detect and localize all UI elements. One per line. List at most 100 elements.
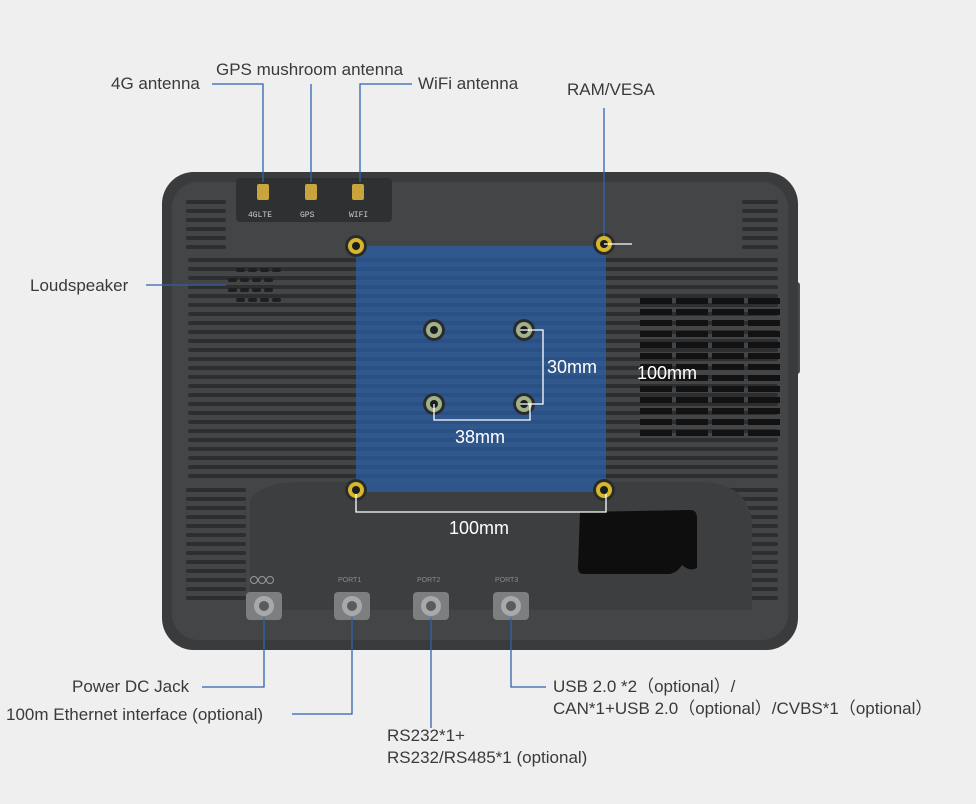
vent-slot bbox=[748, 397, 780, 403]
right-vents bbox=[640, 298, 780, 436]
connector-4g bbox=[257, 184, 269, 200]
screw-hole bbox=[600, 486, 608, 494]
dim-100mm-w-line bbox=[355, 494, 607, 513]
speaker-hole bbox=[236, 268, 245, 272]
fin bbox=[186, 245, 226, 249]
vent-slot bbox=[748, 386, 780, 392]
vent-slot bbox=[712, 298, 744, 304]
fin bbox=[186, 506, 246, 510]
label-rs232-line2: RS232/RS485*1 (optional) bbox=[387, 748, 588, 767]
fin bbox=[742, 236, 778, 240]
speaker-hole bbox=[240, 288, 249, 292]
vent-slot bbox=[712, 397, 744, 403]
vent-slot bbox=[640, 364, 672, 370]
vent-slot bbox=[676, 375, 708, 381]
fin bbox=[186, 578, 246, 582]
dim-38mm-line bbox=[433, 404, 531, 421]
speaker-hole bbox=[252, 288, 261, 292]
port1-tag: PORT1 bbox=[338, 577, 361, 584]
speaker-hole bbox=[228, 278, 237, 282]
fin bbox=[742, 218, 778, 222]
port2-tag: PORT2 bbox=[417, 577, 440, 584]
vent-slot bbox=[676, 419, 708, 425]
label-ethernet: 100m Ethernet interface (optional) bbox=[6, 705, 264, 724]
speaker-hole bbox=[272, 298, 281, 302]
dim-30mm-line bbox=[520, 329, 544, 405]
port3-connector-core bbox=[506, 601, 516, 611]
fin bbox=[186, 200, 226, 204]
connector-wifi bbox=[352, 184, 364, 200]
speaker-hole bbox=[260, 268, 269, 272]
fin bbox=[186, 542, 246, 546]
vent-slot bbox=[748, 342, 780, 348]
vent-slot bbox=[748, 364, 780, 370]
dimension-lines bbox=[355, 243, 632, 513]
vent-slot bbox=[748, 320, 780, 326]
leader-usb bbox=[510, 618, 546, 688]
vent-slot bbox=[676, 342, 708, 348]
port1-connector-core bbox=[347, 601, 357, 611]
connector-gps bbox=[305, 184, 317, 200]
fin bbox=[186, 497, 246, 501]
tag-4glte: 4GLTE bbox=[248, 211, 272, 220]
vent-slot bbox=[676, 331, 708, 337]
mount-screws bbox=[345, 233, 615, 501]
dc-jack-symbol-icon bbox=[250, 576, 274, 584]
label-window bbox=[578, 510, 697, 574]
vent-slot bbox=[640, 342, 672, 348]
vent-slot bbox=[712, 408, 744, 414]
dim-38mm: 38mm bbox=[455, 427, 506, 447]
leader-ethernet bbox=[292, 618, 353, 715]
vent-slot bbox=[748, 419, 780, 425]
vent-slot bbox=[676, 397, 708, 403]
vent-slot bbox=[640, 430, 672, 436]
label-power-dc: Power DC Jack bbox=[72, 677, 190, 696]
vent-slot bbox=[640, 309, 672, 315]
vent-slot bbox=[748, 430, 780, 436]
fin bbox=[186, 227, 226, 231]
speaker-hole bbox=[236, 298, 245, 302]
dc-jack-core bbox=[259, 601, 269, 611]
fin bbox=[186, 569, 246, 573]
dim-100mm-h: 100mm bbox=[637, 363, 698, 383]
fin bbox=[186, 209, 226, 213]
vent-slot bbox=[748, 309, 780, 315]
screw-hole bbox=[430, 326, 438, 334]
speaker-hole bbox=[264, 288, 273, 292]
speaker-grille bbox=[228, 268, 281, 302]
speaker-hole bbox=[228, 288, 237, 292]
vent-slot bbox=[676, 386, 708, 392]
fin bbox=[742, 209, 778, 213]
vent-slot bbox=[748, 375, 780, 381]
fin bbox=[186, 551, 246, 555]
label-gps-antenna: GPS mushroom antenna bbox=[216, 60, 404, 79]
vent-slot bbox=[748, 298, 780, 304]
vent-slot bbox=[712, 331, 744, 337]
fin bbox=[742, 200, 778, 204]
label-rs232-line1: RS232*1+ bbox=[387, 726, 465, 745]
fin bbox=[186, 488, 246, 492]
vent-slot bbox=[676, 298, 708, 304]
vent-slot bbox=[676, 430, 708, 436]
vent-slot bbox=[712, 364, 744, 370]
vent-slot bbox=[640, 397, 672, 403]
dim-100mm-w: 100mm bbox=[449, 518, 510, 538]
speaker-hole bbox=[240, 278, 249, 282]
vent-slot bbox=[712, 309, 744, 315]
screw-hole bbox=[352, 242, 360, 250]
leader-4g bbox=[212, 83, 264, 182]
vent-slot bbox=[640, 408, 672, 414]
vent-slot bbox=[676, 408, 708, 414]
port2-connector-core bbox=[426, 601, 436, 611]
vent-slot bbox=[640, 298, 672, 304]
fin bbox=[186, 533, 246, 537]
speaker-hole bbox=[272, 268, 281, 272]
vent-slot bbox=[640, 419, 672, 425]
fin bbox=[186, 236, 226, 240]
vent-slot bbox=[748, 408, 780, 414]
fin bbox=[742, 227, 778, 231]
vent-slot bbox=[676, 320, 708, 326]
vent-slot bbox=[676, 309, 708, 315]
fin bbox=[186, 560, 246, 564]
label-usb-line2: CAN*1+USB 2.0（optional）/CVBS*1（optional） bbox=[553, 699, 933, 718]
